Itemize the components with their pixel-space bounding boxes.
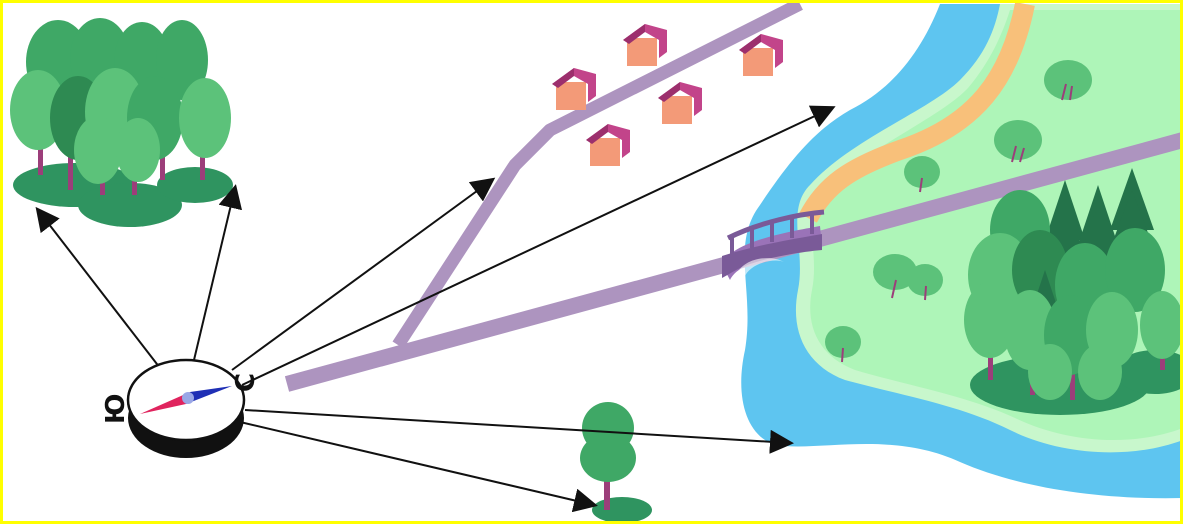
compass-icon: С Ю xyxy=(101,358,261,458)
house-icon xyxy=(586,124,630,166)
house-icon xyxy=(739,34,783,76)
mixed-forest-icon xyxy=(964,168,1183,415)
arrow-to-park xyxy=(241,105,836,386)
arrow-to-forest-right xyxy=(193,184,243,361)
tree-icon xyxy=(873,254,943,301)
arrow-to-river-bank xyxy=(244,409,794,454)
tree-icon xyxy=(1044,60,1092,101)
tree-icon xyxy=(904,156,940,193)
village-road xyxy=(392,0,803,349)
deciduous-forest-icon xyxy=(10,18,233,227)
bridge-icon xyxy=(722,209,825,280)
house-icon xyxy=(658,82,702,124)
compass-label-north: С xyxy=(231,373,261,392)
arrow-to-village-road xyxy=(231,177,496,371)
compass-label-south: Ю xyxy=(101,393,131,424)
tree-icon xyxy=(994,120,1042,163)
house-icon xyxy=(623,24,667,66)
village xyxy=(552,24,783,166)
tree-icon xyxy=(825,326,861,363)
arrow-to-lone-tree xyxy=(239,421,598,513)
park-trees xyxy=(825,60,1092,363)
arrow-to-forest-left xyxy=(35,206,161,369)
direction-arrows xyxy=(35,105,836,513)
sand-path xyxy=(799,2,1035,223)
lone-tree xyxy=(580,402,652,523)
house-icon xyxy=(552,68,596,110)
